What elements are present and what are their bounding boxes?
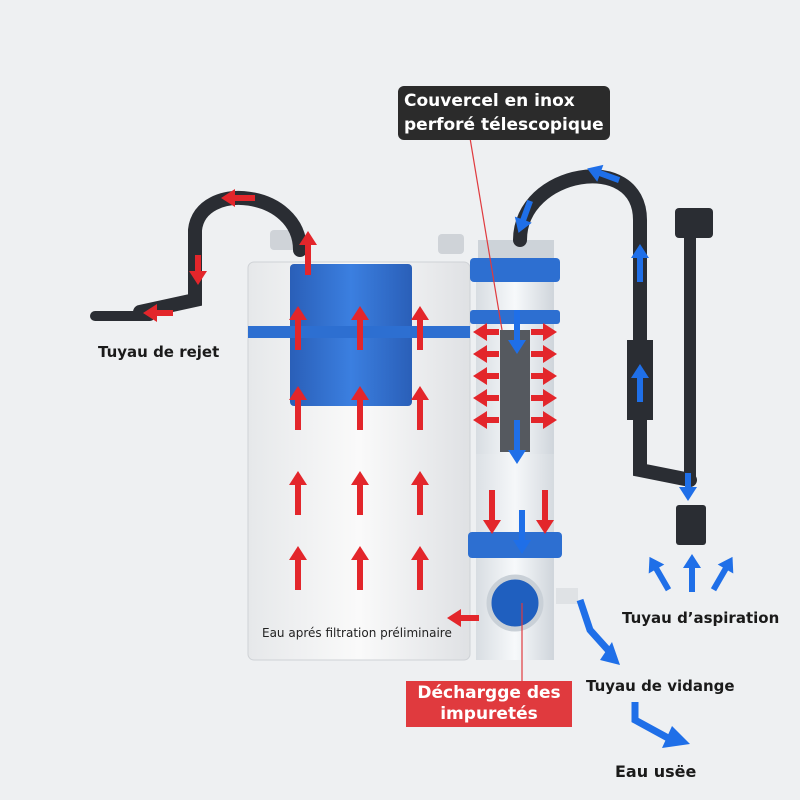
lid-callout: Couvercel en inox perforé télescopique bbox=[398, 86, 610, 140]
flow-arrow bbox=[483, 490, 501, 534]
flow-arrow bbox=[473, 345, 499, 363]
flow-arrow bbox=[531, 411, 557, 429]
flow-arrow bbox=[536, 490, 554, 534]
flow-arrow bbox=[648, 556, 672, 592]
flow-arrow bbox=[411, 386, 429, 430]
flow-arrow bbox=[143, 304, 173, 322]
flow-arrow bbox=[299, 231, 317, 275]
flow-arrow bbox=[514, 199, 533, 233]
flow-arrow bbox=[631, 244, 649, 282]
flow-arrow bbox=[683, 554, 701, 592]
red-flow-arrows bbox=[143, 189, 557, 627]
intake-pipe-label: Tuyau d’aspiration bbox=[622, 609, 780, 627]
flow-arrow bbox=[508, 310, 526, 354]
flow-arrow bbox=[587, 164, 621, 183]
flow-arrow bbox=[631, 364, 649, 402]
flow-arrow bbox=[411, 471, 429, 515]
outlet-pipe-label: Tuyau de rejet bbox=[98, 343, 220, 361]
flow-arrow bbox=[531, 389, 557, 407]
waste-arrow-head bbox=[662, 726, 690, 748]
flow-arrow bbox=[221, 189, 255, 207]
flow-arrow bbox=[531, 345, 557, 363]
lid-callout-line bbox=[469, 137, 503, 331]
flow-arrow bbox=[473, 323, 499, 341]
blue-flow-arrows bbox=[508, 164, 734, 592]
flow-arrow bbox=[351, 546, 369, 590]
impurity-discharge-callout: Déchargge des impuretés bbox=[406, 681, 572, 727]
flow-arrow bbox=[411, 306, 429, 350]
drain-flow-arrows bbox=[576, 598, 670, 742]
drain-arrow-head bbox=[600, 642, 620, 665]
flow-arrow bbox=[531, 323, 557, 341]
flow-arrow bbox=[351, 386, 369, 430]
prefiltered-water-label: Eau aprés filtration préliminaire bbox=[262, 626, 452, 640]
flow-arrow bbox=[289, 386, 307, 430]
flow-arrow bbox=[679, 473, 697, 501]
flow-arrow bbox=[351, 471, 369, 515]
flow-arrow bbox=[710, 556, 734, 592]
flow-arrow bbox=[289, 546, 307, 590]
flow-arrow bbox=[473, 389, 499, 407]
flow-arrow bbox=[531, 367, 557, 385]
filter-tank bbox=[247, 230, 471, 661]
flow-arrow bbox=[473, 367, 499, 385]
drain-pipe-label: Tuyau de vidange bbox=[586, 677, 735, 695]
flow-arrow bbox=[508, 420, 526, 464]
flow-arrow bbox=[289, 471, 307, 515]
flow-arrow bbox=[447, 609, 479, 627]
flow-arrow bbox=[411, 546, 429, 590]
flow-arrow bbox=[351, 306, 369, 350]
flow-arrow bbox=[189, 255, 207, 285]
flow-arrow bbox=[473, 411, 499, 429]
waste-water-label: Eau usëe bbox=[615, 762, 697, 781]
flow-arrow bbox=[289, 306, 307, 350]
flow-arrow bbox=[513, 510, 531, 554]
